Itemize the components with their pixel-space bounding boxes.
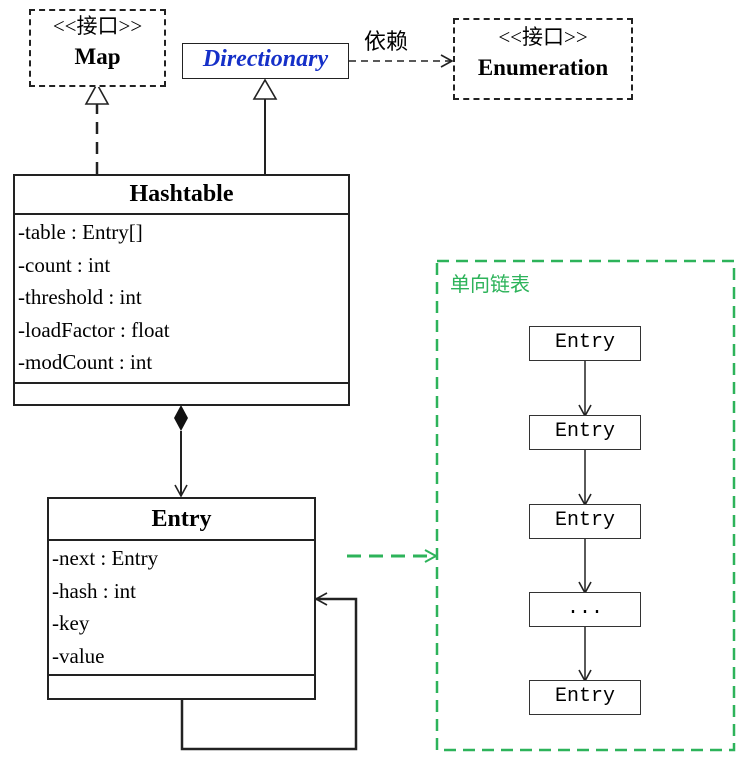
hashtable-attr-count: -count : int	[18, 252, 111, 277]
list-node-1: Entry	[529, 326, 641, 361]
list-node-5: Entry	[529, 680, 641, 715]
entry-class: Entry -next : Entry -hash : int -key -va…	[47, 497, 316, 700]
map-stereotype: <<接口>>	[52, 14, 143, 38]
entry-attributes: -next : Entry -hash : int -key -value	[49, 541, 314, 676]
dependency-label: 依赖	[364, 29, 409, 54]
entry-attr-key: -key	[52, 611, 90, 635]
enumeration-stereotype: <<接口>>	[498, 25, 588, 49]
enumeration-name: Enumeration	[477, 55, 609, 81]
entry-attr-next: -next : Entry	[52, 546, 159, 570]
entry-name: Entry	[49, 499, 314, 541]
hashtable-name: Hashtable	[15, 176, 348, 215]
map-interface: <<接口>> Map	[29, 9, 166, 87]
linked-list-frame	[435, 259, 736, 752]
hashtable-attr-table: -table : Entry[]	[18, 220, 143, 244]
entry-attr-hash: -hash : int	[52, 578, 136, 603]
hashtable-attr-threshold: -threshold : int	[18, 285, 142, 309]
hashtable-attributes: -table : Entry[] -count : int -threshold…	[15, 215, 348, 384]
list-node-2: Entry	[529, 415, 641, 450]
directionary-name: Directionary	[202, 46, 329, 72]
hashtable-class: Hashtable -table : Entry[] -count : int …	[13, 174, 350, 406]
hollow-triangle-map	[84, 82, 110, 105]
hollow-triangle-directionary	[252, 78, 278, 100]
list-node-ellipsis: ...	[529, 592, 641, 627]
linked-list-label: 单向链表	[450, 274, 530, 296]
list-node-3: Entry	[529, 504, 641, 539]
directionary-class: Directionary	[182, 43, 349, 79]
composition-diamond	[174, 405, 188, 431]
hashtable-attr-modcount: -modCount : int	[18, 350, 153, 374]
hashtable-attr-loadfactor: -loadFactor : float	[18, 317, 170, 342]
self-association-line	[180, 592, 358, 751]
map-name: Map	[74, 44, 121, 70]
entry-attr-value: -value	[52, 643, 105, 668]
enumeration-interface: <<接口>> Enumeration	[453, 18, 633, 100]
